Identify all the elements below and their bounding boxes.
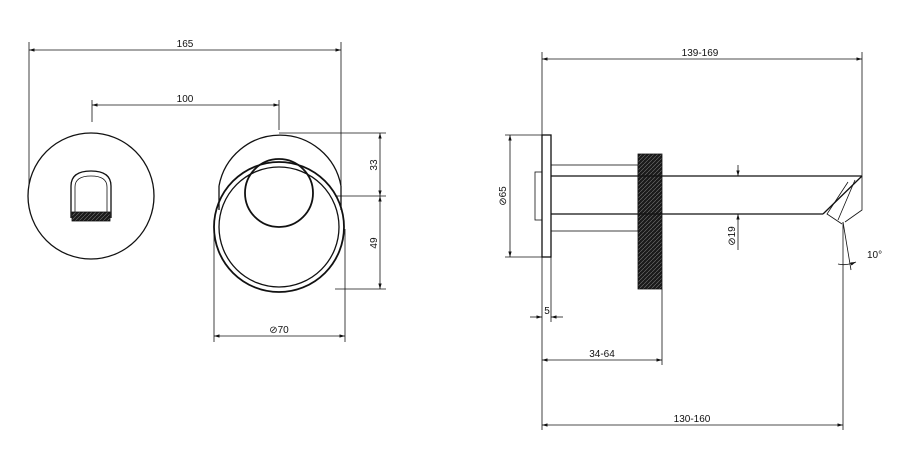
mixer-rosette — [213, 134, 345, 293]
spout-angle-label: 10° — [867, 250, 882, 261]
plate-thickness-label: 5 — [544, 306, 550, 317]
dimension-plate-thickness: 5 — [530, 257, 563, 322]
upper-radius-label: 33 — [369, 159, 380, 171]
dimension-projection-range: 130-160 — [542, 222, 844, 430]
dimension-rosette-diameter: ⊘70 — [213, 229, 346, 342]
dimension-plate-diameter: ⊘65 — [498, 134, 542, 258]
handle-ring-icon — [637, 153, 663, 290]
dimension-spout-angle: 10° — [837, 221, 882, 271]
outlet-length-label: 139-169 — [682, 48, 719, 59]
spout-diameter-label: ⊘19 — [727, 226, 738, 246]
dimension-overall-width: 165 — [28, 39, 342, 185]
lower-radius-label: 49 — [369, 237, 380, 249]
spout-rosette — [27, 132, 155, 260]
plate-diameter-label: ⊘65 — [498, 186, 509, 206]
dimension-outlet-length: 139-169 — [541, 48, 863, 176]
handle-range-label: 34-64 — [589, 349, 615, 360]
dimension-center-distance: 100 — [91, 94, 280, 130]
rosette-diameter-label: ⊘70 — [269, 325, 289, 336]
center-distance-label: 100 — [177, 94, 194, 105]
dimension-vertical: 33 49 — [279, 132, 386, 290]
spout-aerator-icon — [71, 211, 111, 222]
dimension-handle-range: 34-64 — [541, 289, 663, 430]
projection-range-label: 130-160 — [674, 414, 711, 425]
overall-width-label: 165 — [177, 39, 194, 50]
side-view: 139-169 ⊘65 — [498, 48, 882, 430]
dimension-spout-diameter: ⊘19 — [727, 165, 740, 250]
spout-body — [550, 153, 863, 290]
front-view: 165 100 — [27, 39, 386, 342]
wall-plate — [534, 134, 552, 258]
